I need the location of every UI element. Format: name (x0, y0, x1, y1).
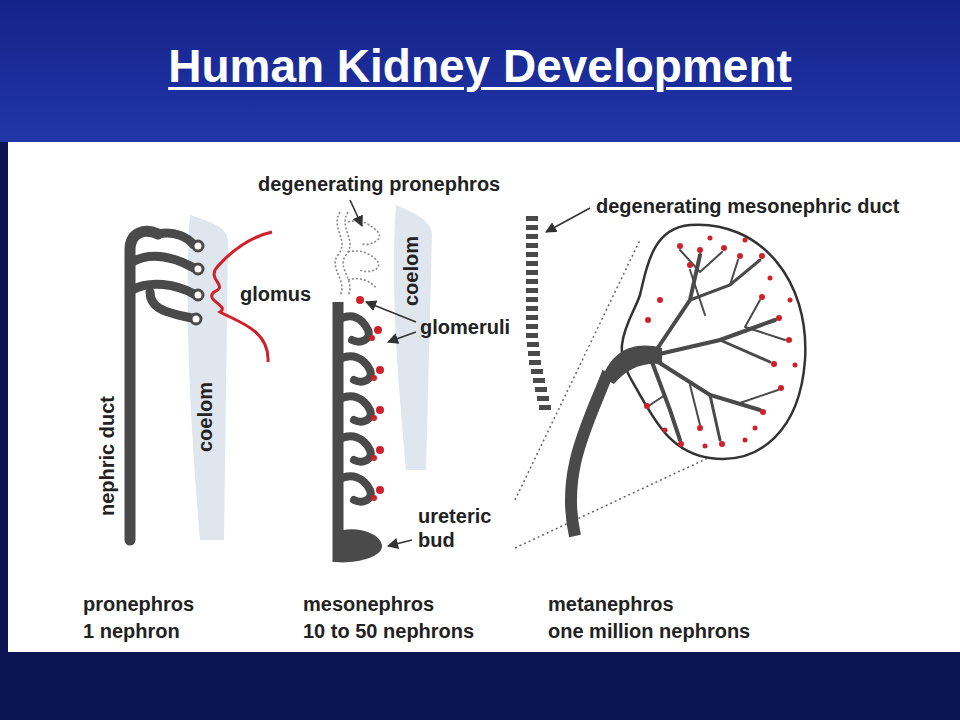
kidney-outline (622, 225, 806, 459)
part-label: degenerating mesonephric duct (596, 194, 899, 218)
slide-title: Human Kidney Development (0, 38, 960, 94)
part-label: coelom (193, 382, 217, 452)
glomeruli-dots (369, 326, 384, 501)
tubules (132, 233, 194, 318)
part-label: coelom (399, 236, 423, 306)
title-band (0, 0, 960, 142)
part-label: nephric duct (95, 396, 119, 516)
mesonephric-duct (333, 302, 344, 562)
degenerating-pronephros (335, 212, 379, 296)
stage-name: mesonephros (303, 592, 434, 616)
footer-band (0, 652, 960, 720)
ureteric-bud-shape (336, 529, 382, 562)
part-label: degenerating pronephros (258, 172, 500, 196)
tubules (338, 316, 371, 501)
degenerating-mesonephric-duct (526, 216, 551, 410)
glomeruli-dots (644, 236, 798, 449)
part-label: glomeruli (420, 315, 510, 339)
panel (8, 142, 960, 652)
leader-lines (350, 200, 590, 546)
nephron-count: 1 nephron (83, 619, 180, 643)
part-label: glomus (240, 282, 311, 306)
nephron-count: 10 to 50 nephrons (303, 619, 474, 643)
metanephros-figure (526, 216, 805, 536)
stage-name: pronephros (83, 592, 194, 616)
ureter (571, 372, 608, 536)
stage-name: metanephros (548, 592, 674, 616)
part-label: ureteric bud (418, 504, 514, 552)
tubule-openings (191, 241, 203, 324)
nephric-duct (130, 231, 158, 540)
pronephros-figure (130, 215, 272, 540)
nephron-count: one million nephrons (548, 619, 750, 643)
collecting-ducts (650, 250, 785, 440)
mesonephros-figure (335, 205, 432, 562)
